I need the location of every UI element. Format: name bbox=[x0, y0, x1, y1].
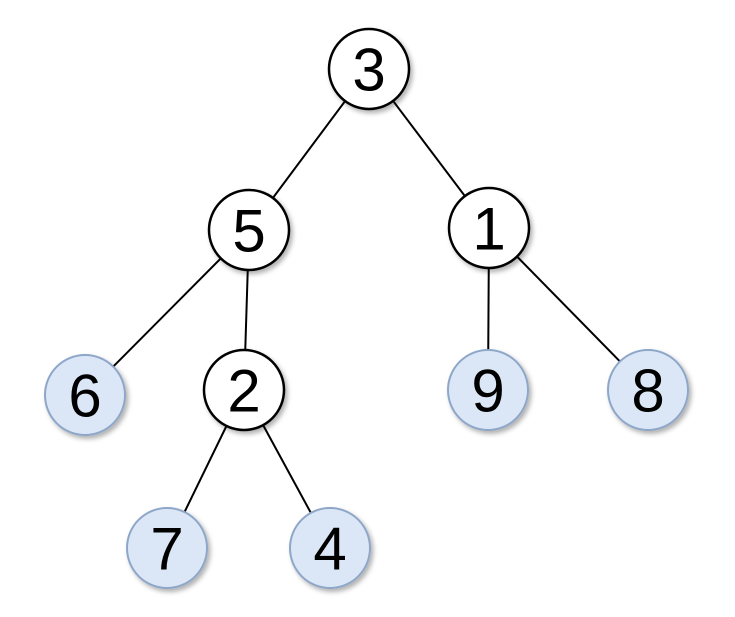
node-circle-1 bbox=[447, 186, 531, 270]
tree-node-5: 5 bbox=[207, 188, 291, 272]
node-label-7: 7 bbox=[150, 515, 183, 582]
node-label-1: 1 bbox=[472, 195, 505, 262]
node-label-3: 3 bbox=[352, 36, 385, 103]
node-circle-5 bbox=[207, 188, 291, 272]
tree-edges bbox=[84, 68, 649, 549]
node-circle-4 bbox=[289, 507, 371, 589]
node-label-9: 9 bbox=[471, 357, 504, 424]
node-label-6: 6 bbox=[68, 362, 101, 429]
node-circle-3 bbox=[327, 27, 411, 111]
node-label-8: 8 bbox=[631, 357, 664, 424]
node-circle-9 bbox=[447, 349, 529, 431]
tree-node-4: 4 bbox=[289, 507, 371, 589]
tree-node-1: 1 bbox=[447, 186, 531, 270]
tree-node-6: 6 bbox=[44, 354, 126, 436]
node-label-4: 4 bbox=[313, 515, 346, 582]
node-circle-2 bbox=[202, 348, 286, 432]
tree-nodes: 3 5 1 6 2 9 8 7 4 bbox=[44, 27, 689, 589]
tree-node-3: 3 bbox=[327, 27, 411, 111]
node-circle-7 bbox=[126, 507, 208, 589]
node-label-2: 2 bbox=[227, 357, 260, 424]
tree-node-9: 9 bbox=[447, 349, 529, 431]
node-circle-8 bbox=[607, 349, 689, 431]
node-circle-6 bbox=[44, 354, 126, 436]
node-label-5: 5 bbox=[232, 197, 265, 264]
tree-node-7: 7 bbox=[126, 507, 208, 589]
tree-node-8: 8 bbox=[607, 349, 689, 431]
tree-node-2: 2 bbox=[202, 348, 286, 432]
